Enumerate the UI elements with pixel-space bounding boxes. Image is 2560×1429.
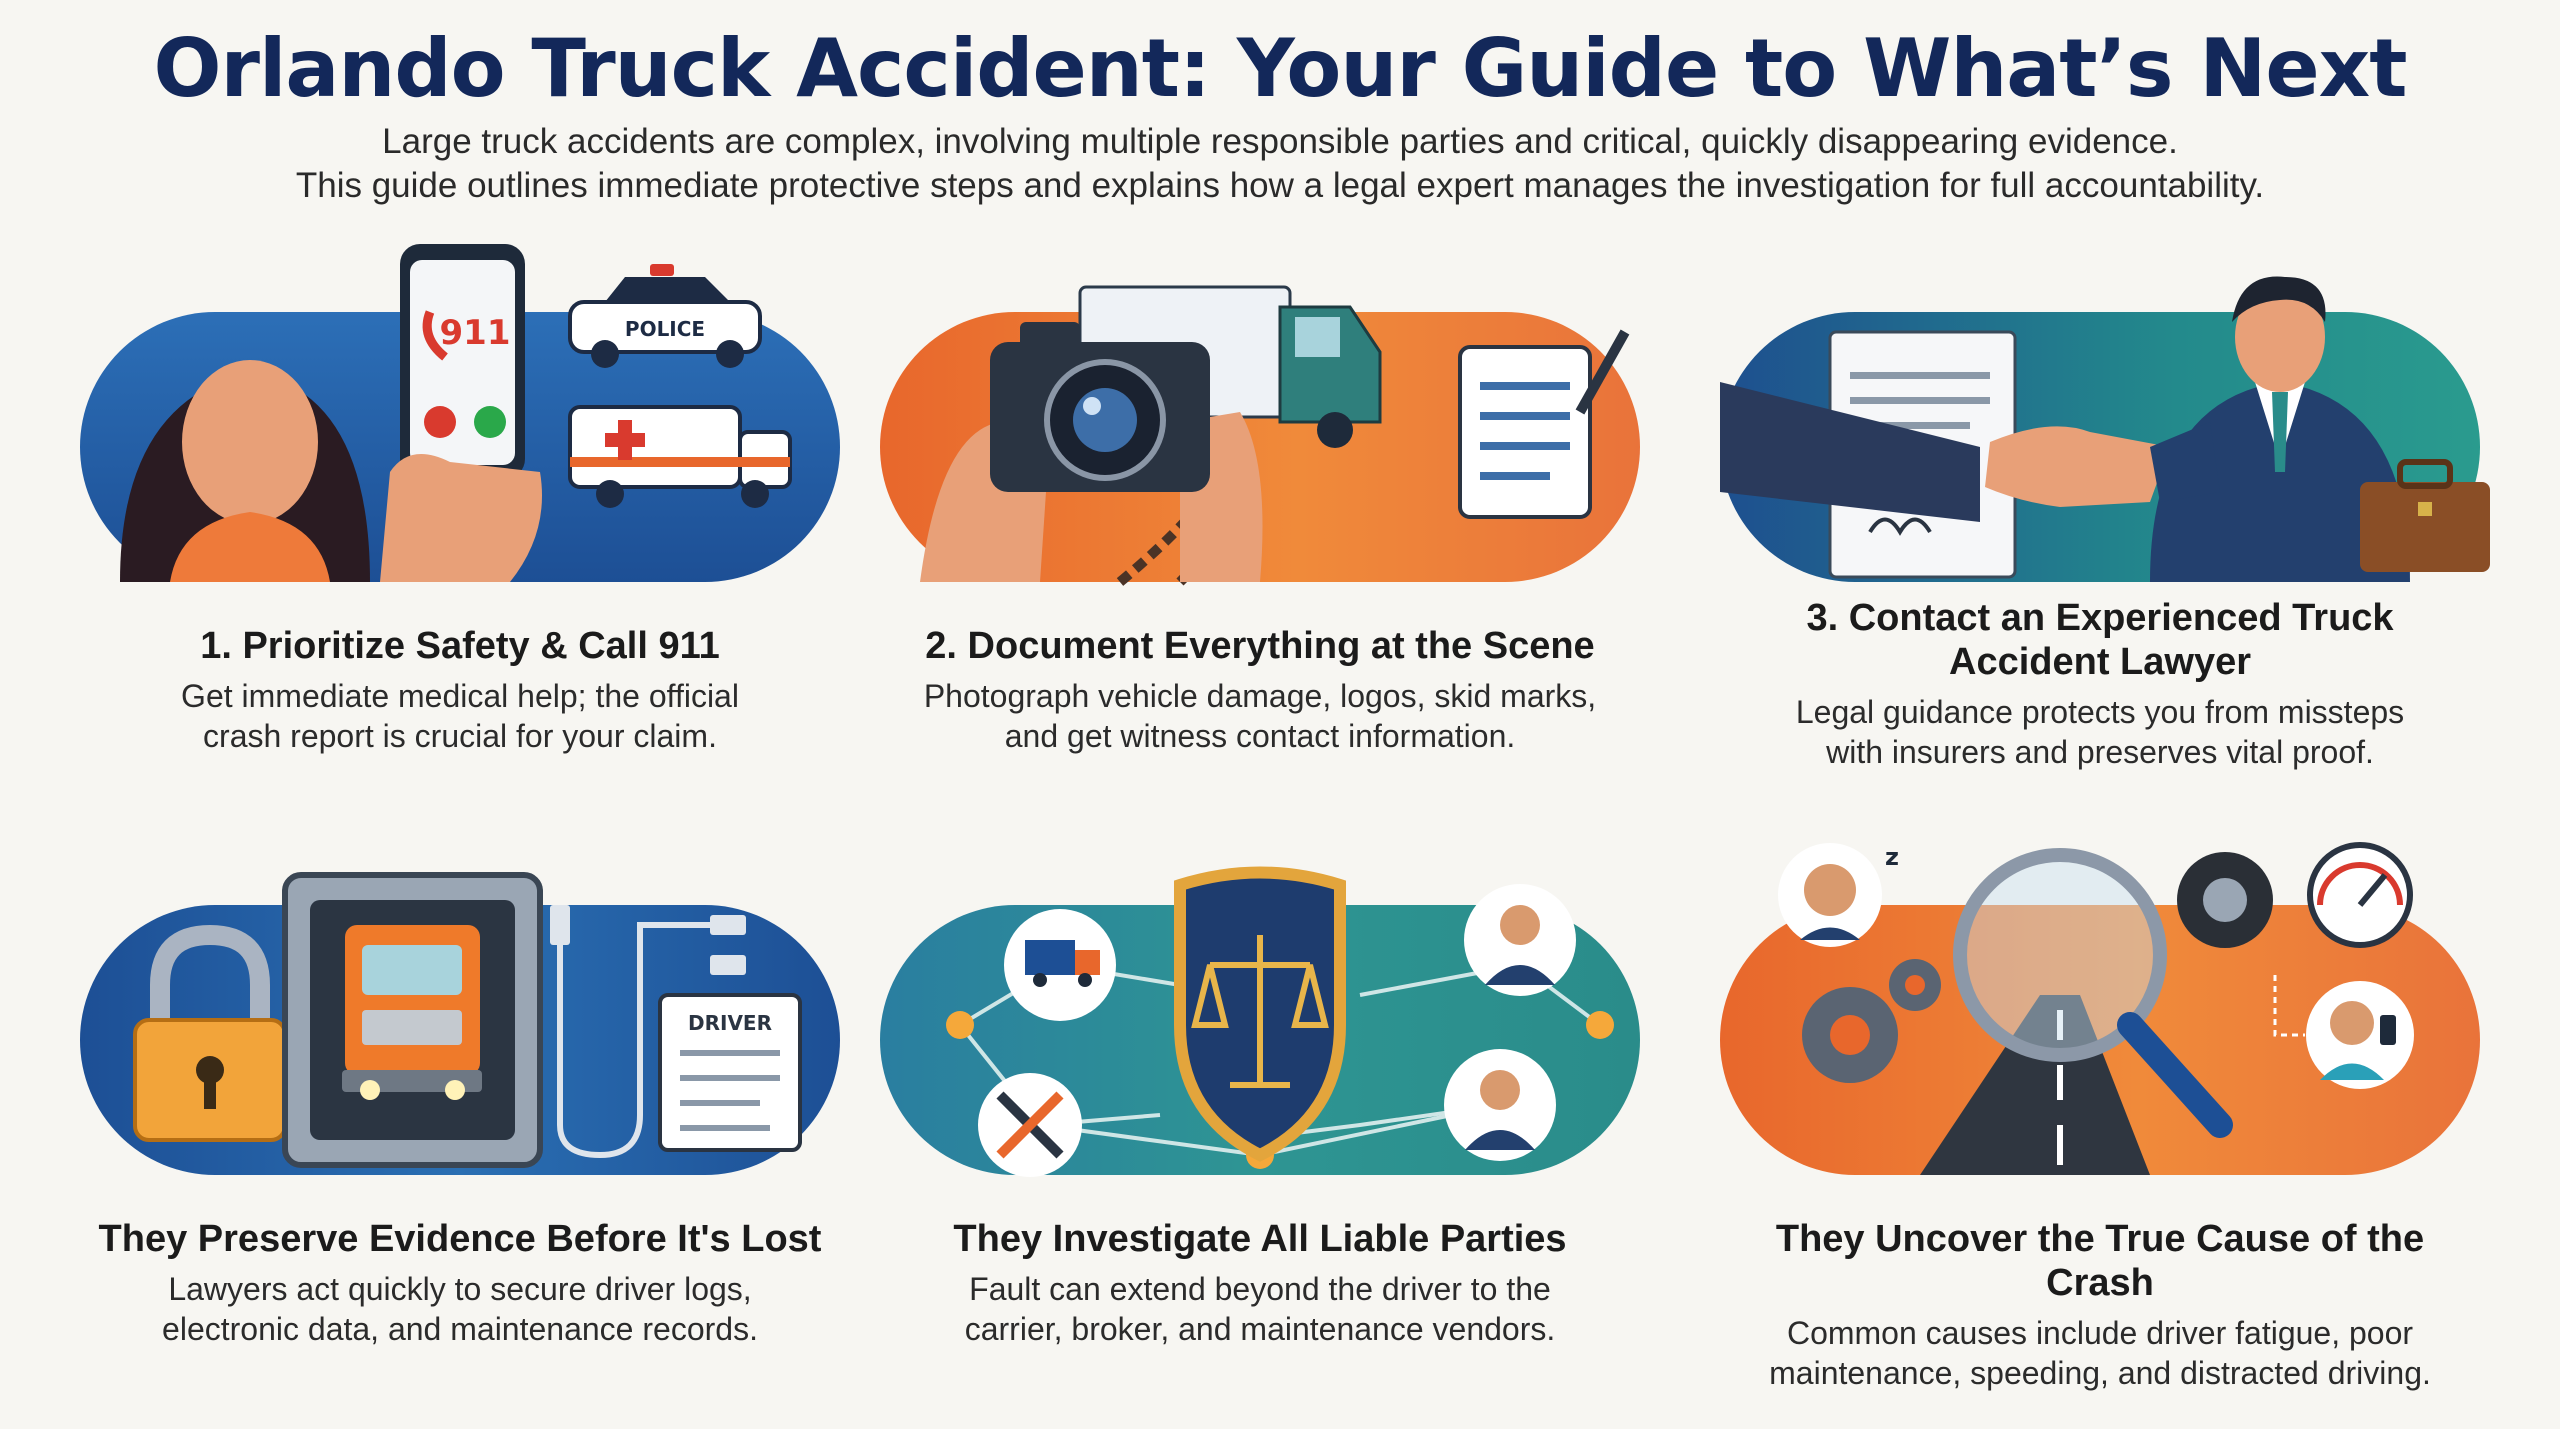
distracted-driver-icon xyxy=(2306,981,2414,1089)
step-description-line: and get witness contact information. xyxy=(1004,718,1516,754)
page-subtitle: Large truck accidents are complex, invol… xyxy=(0,120,2560,208)
step-title: 3. Contact an Experienced Truck Accident… xyxy=(1720,596,2480,684)
service-illustration: z xyxy=(1720,842,2480,1175)
lock-safe-icon: DRIVER xyxy=(133,872,802,1168)
fatigue-icon: z xyxy=(1778,843,1899,947)
service-title: They Investigate All Liable Parties xyxy=(953,1218,1567,1260)
step-title-line: Accident Lawyer xyxy=(1949,641,2251,683)
step-description-line: crash report is crucial for your claim. xyxy=(203,718,717,754)
svg-text:z: z xyxy=(1885,843,1899,871)
step-card-contact-lawyer: 3. Contact an Experienced Truck Accident… xyxy=(1720,276,2490,772)
police-car-icon: POLICE xyxy=(568,264,762,368)
step-description-line: Legal guidance protects you from misstep… xyxy=(1795,694,2405,730)
step-description: Legal guidance protects you from misstep… xyxy=(1720,692,2480,772)
service-description-line: electronic data, and maintenance records… xyxy=(162,1311,758,1347)
person-avatar xyxy=(1444,1049,1556,1161)
step-illustration xyxy=(1720,276,2490,582)
service-description: Lawyers act quickly to secure driver log… xyxy=(80,1269,840,1349)
step-description-line: with insurers and preserves vital proof. xyxy=(1826,734,2374,770)
service-card-preserve-evidence: DRIVER They Preserve Evidence Before It'… xyxy=(80,872,840,1349)
person-avatar xyxy=(1464,884,1576,996)
service-description-line: Common causes include driver fatigue, po… xyxy=(1786,1315,2414,1351)
service-illustration: DRIVER xyxy=(80,872,840,1175)
ambulance-icon xyxy=(568,405,792,508)
step-description-line: Photograph vehicle damage, logos, skid m… xyxy=(923,678,1597,714)
service-title: They Preserve Evidence Before It's Lost xyxy=(98,1218,822,1260)
step-description: Get immediate medical help; the official… xyxy=(80,676,840,756)
step-description: Photograph vehicle damage, logos, skid m… xyxy=(880,676,1640,756)
service-description-line: Fault can extend beyond the driver to th… xyxy=(969,1271,1551,1307)
briefcase-icon xyxy=(2360,459,2490,572)
step-card-document-scene: 2. Document Everything at the Scene Phot… xyxy=(880,285,1640,756)
service-description: Fault can extend beyond the driver to th… xyxy=(880,1269,1640,1349)
police-label: POLICE xyxy=(625,317,705,341)
step-illustration: 911 POLICE xyxy=(80,244,840,582)
gear-icon xyxy=(1802,959,1941,1083)
step-title: 2. Document Everything at the Scene xyxy=(925,625,1595,667)
driver-log-icon: DRIVER xyxy=(658,993,802,1152)
service-description-line: Lawyers act quickly to secure driver log… xyxy=(168,1271,752,1307)
step-title: 1. Prioritize Safety & Call 911 xyxy=(200,625,720,667)
camera-icon xyxy=(920,285,1630,586)
tire-icon xyxy=(2177,852,2273,948)
magnifier-road-icon: z xyxy=(1778,842,2414,1175)
subtitle-line: This guide outlines immediate protective… xyxy=(295,166,2265,205)
service-description: Common causes include driver fatigue, po… xyxy=(1720,1313,2480,1393)
step-description-line: Get immediate medical help; the official xyxy=(181,678,739,714)
page-title: Orlando Truck Accident: Your Guide to Wh… xyxy=(153,22,2408,115)
phone-911-text: 911 xyxy=(440,313,511,353)
driver-log-label: DRIVER xyxy=(688,1011,772,1035)
handshake-icon xyxy=(1720,276,2490,582)
service-card-liable-parties: They Investigate All Liable Parties Faul… xyxy=(880,866,1640,1349)
padlock-icon xyxy=(133,924,287,1142)
step-illustration xyxy=(880,285,1640,586)
service-card-true-cause: z xyxy=(1720,842,2480,1393)
subtitle-line: Large truck accidents are complex, invol… xyxy=(382,122,2178,161)
service-description-line: carrier, broker, and maintenance vendors… xyxy=(964,1311,1556,1347)
service-illustration xyxy=(880,866,1640,1177)
step-card-call-911: 911 POLICE xyxy=(80,244,840,756)
service-title: They Uncover the True Cause of the Crash xyxy=(1775,1218,2425,1304)
service-description-line: maintenance, speeding, and distracted dr… xyxy=(1769,1355,2431,1391)
notepad-icon xyxy=(1458,329,1630,519)
truck-icon xyxy=(342,925,482,1100)
step-title-line: 3. Contact an Experienced Truck xyxy=(1806,597,2394,639)
speedometer-icon xyxy=(2307,842,2413,948)
phone-emergency-icon: 911 POLICE xyxy=(120,244,792,582)
shield-scales-icon xyxy=(946,866,1614,1177)
